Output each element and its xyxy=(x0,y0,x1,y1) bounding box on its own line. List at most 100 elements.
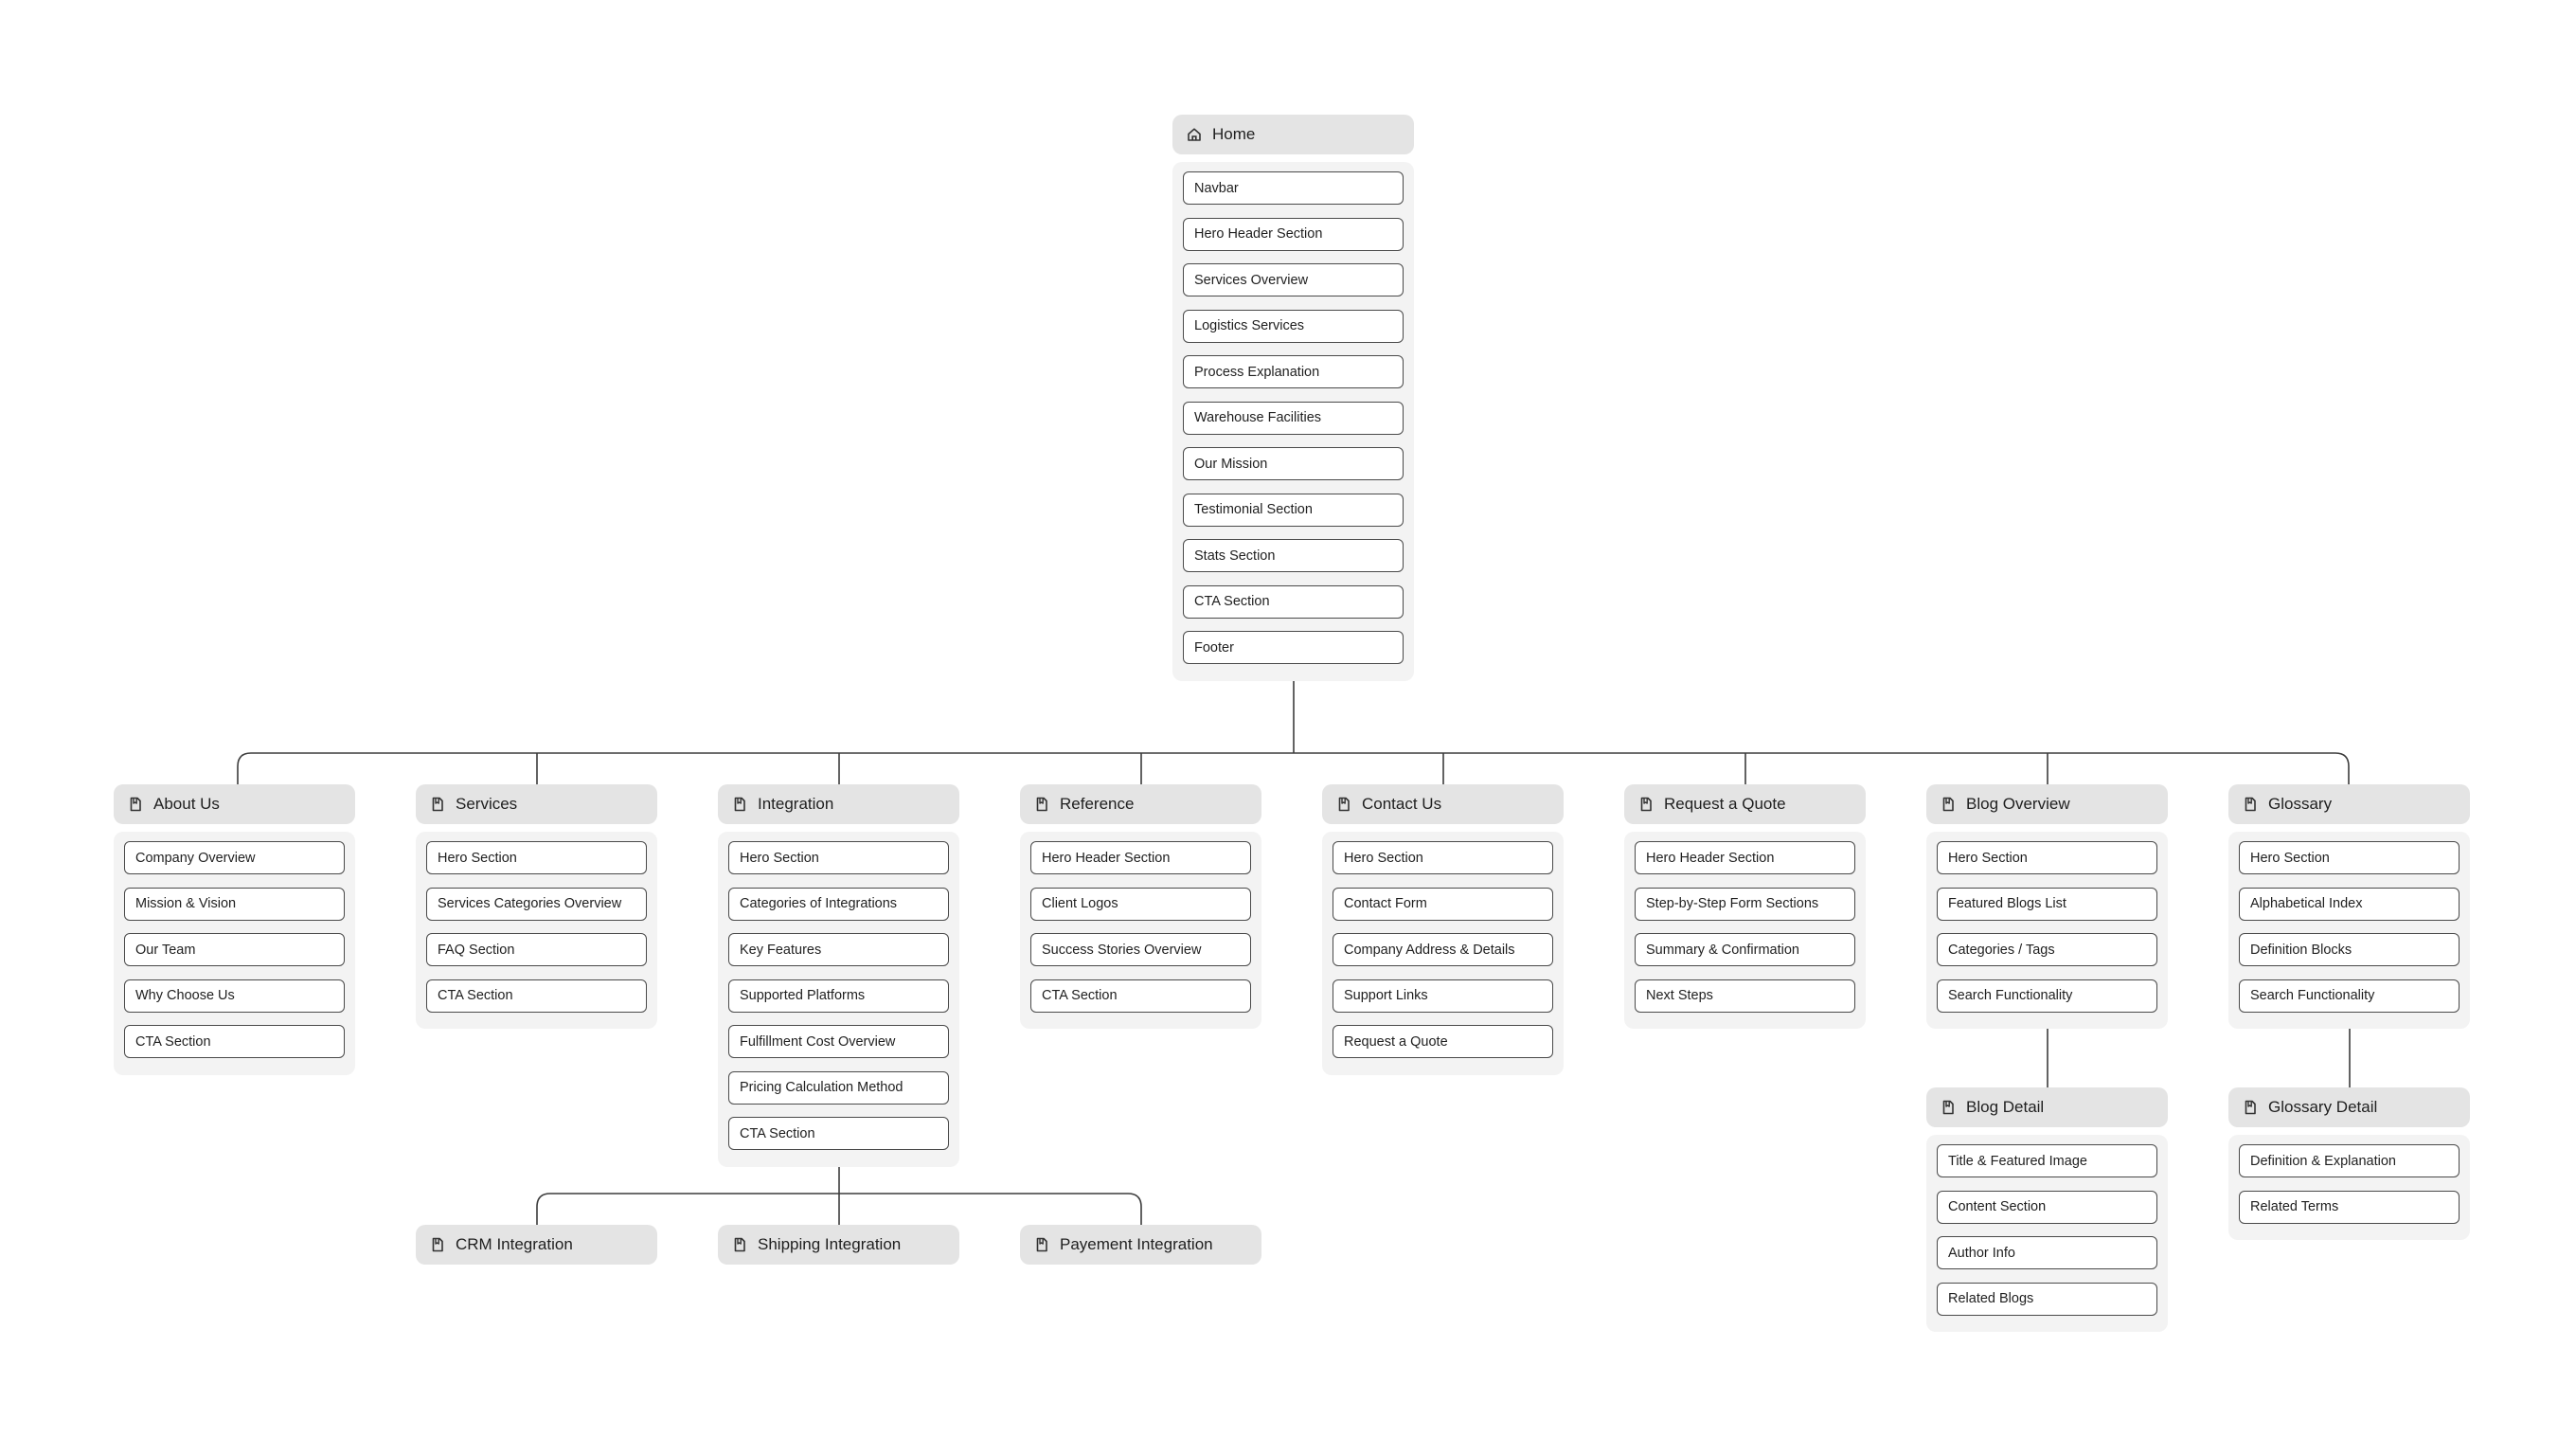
page-header-about-us[interactable]: About Us xyxy=(114,784,355,824)
section-item[interactable]: Definition Blocks xyxy=(2239,933,2460,966)
page-header-glossary[interactable]: Glossary xyxy=(2228,784,2470,824)
page-header-glossary-detail[interactable]: Glossary Detail xyxy=(2228,1087,2470,1127)
section-item[interactable]: CTA Section xyxy=(124,1025,345,1058)
section-item[interactable]: Summary & Confirmation xyxy=(1635,933,1855,966)
section-item[interactable]: CTA Section xyxy=(1183,584,1404,619)
section-item[interactable]: Hero Section xyxy=(426,841,647,874)
section-item[interactable]: Search Functionality xyxy=(1937,979,2157,1013)
page-icon xyxy=(1940,796,1957,813)
page-icon xyxy=(429,1236,446,1253)
page-header-home[interactable]: Home xyxy=(1172,115,1414,154)
section-item[interactable]: Client Logos xyxy=(1030,887,1251,921)
page-icon xyxy=(731,1236,748,1253)
section-item[interactable]: Services Overview xyxy=(1183,263,1404,296)
page-header-contact-us[interactable]: Contact Us xyxy=(1322,784,1564,824)
section-item[interactable]: Search Functionality xyxy=(2239,979,2460,1013)
section-item[interactable]: Request a Quote xyxy=(1333,1025,1553,1058)
page-title: Payement Integration xyxy=(1060,1235,1213,1253)
section-item[interactable]: Mission & Vision xyxy=(124,887,345,921)
section-item[interactable]: Alphabetical Index xyxy=(2239,887,2460,921)
section-item[interactable]: Support Links xyxy=(1333,979,1553,1013)
page-title: Request a Quote xyxy=(1664,795,1786,813)
page-icon xyxy=(2242,796,2259,813)
section-item[interactable]: Navbar xyxy=(1183,171,1404,205)
section-item[interactable]: Hero Section xyxy=(2239,841,2460,874)
section-item[interactable]: Related Blogs xyxy=(1937,1282,2157,1316)
page-header-services[interactable]: Services xyxy=(416,784,657,824)
section-item[interactable]: FAQ Section xyxy=(426,933,647,966)
section-item[interactable]: Hero Section xyxy=(1937,841,2157,874)
section-item[interactable]: Supported Platforms xyxy=(728,979,949,1013)
page-header-blog-detail[interactable]: Blog Detail xyxy=(1926,1087,2168,1127)
page-header-payment-integration[interactable]: Payement Integration xyxy=(1020,1225,1261,1265)
page-title: Glossary Detail xyxy=(2268,1098,2378,1116)
section-item[interactable]: Title & Featured Image xyxy=(1937,1144,2157,1177)
section-item[interactable]: Step-by-Step Form Sections xyxy=(1635,887,1855,921)
page-title: Glossary xyxy=(2268,795,2333,813)
page-title: CRM Integration xyxy=(456,1235,573,1253)
section-item[interactable]: Process Explanation xyxy=(1183,355,1404,388)
section-item[interactable]: Company Overview xyxy=(124,841,345,874)
section-item[interactable]: Hero Header Section xyxy=(1183,217,1404,251)
section-item[interactable]: Logistics Services xyxy=(1183,309,1404,343)
section-item[interactable]: Hero Section xyxy=(1333,841,1553,874)
section-item[interactable]: Hero Header Section xyxy=(1030,841,1251,874)
section-item[interactable]: Warehouse Facilities xyxy=(1183,401,1404,435)
page-icon xyxy=(1033,1236,1050,1253)
section-item[interactable]: Contact Form xyxy=(1333,887,1553,921)
section-item[interactable]: Featured Blogs List xyxy=(1937,887,2157,921)
page-header-reference[interactable]: Reference xyxy=(1020,784,1261,824)
section-item[interactable]: Author Info xyxy=(1937,1236,2157,1269)
section-item[interactable]: Categories / Tags xyxy=(1937,933,2157,966)
section-item[interactable]: Fulfillment Cost Overview xyxy=(728,1025,949,1058)
section-item[interactable]: Footer xyxy=(1183,631,1404,664)
section-item[interactable]: Key Features xyxy=(728,933,949,966)
connector-integration-branch xyxy=(536,1193,1142,1225)
section-item[interactable]: Categories of Integrations xyxy=(728,887,949,921)
section-item[interactable]: Services Categories Overview xyxy=(426,887,647,921)
page-title: Integration xyxy=(758,795,834,813)
section-item[interactable]: Content Section xyxy=(1937,1190,2157,1224)
page-title: About Us xyxy=(153,795,220,813)
section-item[interactable]: Testimonial Section xyxy=(1183,493,1404,527)
section-item[interactable]: Related Terms xyxy=(2239,1190,2460,1224)
section-item[interactable]: Definition & Explanation xyxy=(2239,1144,2460,1177)
page-header-blog-overview[interactable]: Blog Overview xyxy=(1926,784,2168,824)
page-header-request-quote[interactable]: Request a Quote xyxy=(1624,784,1866,824)
page-icon xyxy=(127,796,144,813)
section-item[interactable]: Our Team xyxy=(124,933,345,966)
section-item[interactable]: Stats Section xyxy=(1183,539,1404,572)
section-item[interactable]: CTA Section xyxy=(1030,979,1251,1013)
section-item[interactable]: Next Steps xyxy=(1635,979,1855,1013)
section-item[interactable]: CTA Section xyxy=(728,1117,949,1150)
section-item[interactable]: Success Stories Overview xyxy=(1030,933,1251,966)
section-item[interactable]: Pricing Calculation Method xyxy=(728,1070,949,1105)
page-title: Home xyxy=(1212,125,1256,143)
page-header-integration[interactable]: Integration xyxy=(718,784,959,824)
page-icon xyxy=(1940,1099,1957,1116)
page-title: Contact Us xyxy=(1362,795,1442,813)
home-icon xyxy=(1186,126,1203,143)
page-header-crm-integration[interactable]: CRM Integration xyxy=(416,1225,657,1265)
section-item[interactable]: Company Address & Details xyxy=(1333,933,1553,966)
section-item[interactable]: Hero Section xyxy=(728,841,949,874)
section-item[interactable]: Hero Header Section xyxy=(1635,841,1855,874)
section-item[interactable]: Why Choose Us xyxy=(124,979,345,1013)
section-item[interactable]: Our Mission xyxy=(1183,447,1404,480)
page-header-shipping-integration[interactable]: Shipping Integration xyxy=(718,1225,959,1265)
section-item[interactable]: CTA Section xyxy=(426,979,647,1013)
